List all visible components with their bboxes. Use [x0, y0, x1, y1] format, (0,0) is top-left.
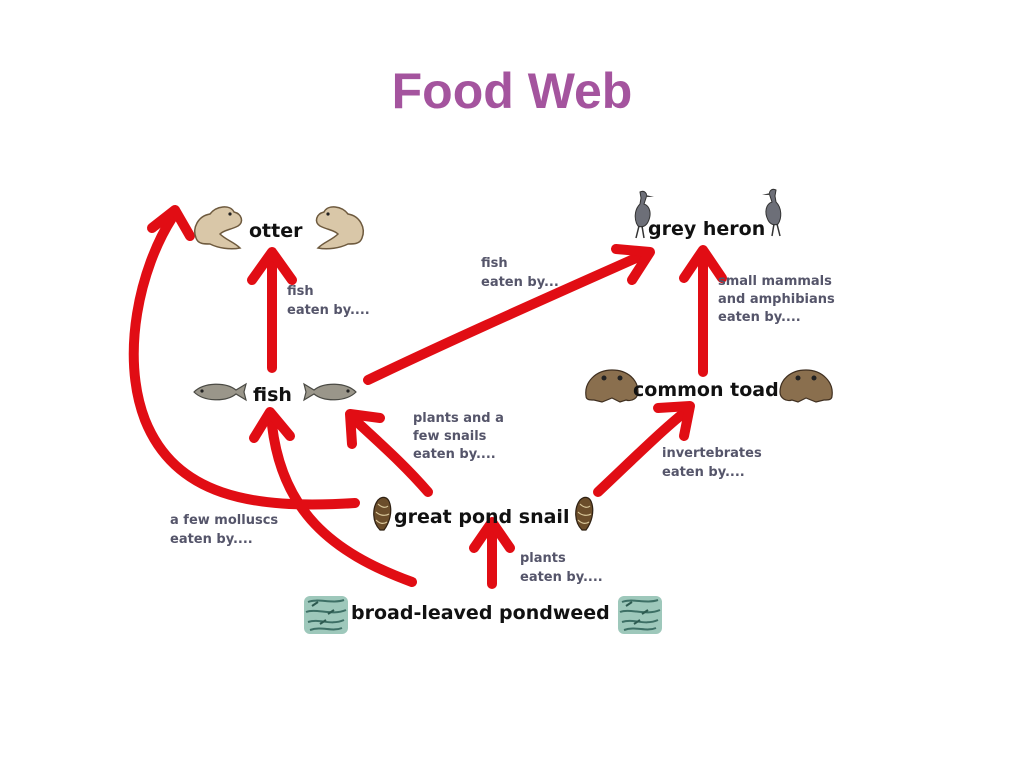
- snail-icon: [373, 496, 392, 531]
- edge-label-fish-to-heron: fish eaten by...: [481, 256, 559, 290]
- arrow-snail-to-fish: [345, 409, 433, 497]
- arrow-snail-to-otter: [128, 205, 360, 510]
- pondweed-icon: [617, 595, 663, 635]
- pondweed-icon: [303, 595, 349, 635]
- node-fish: fish: [253, 384, 292, 406]
- edge-label-pondweed-to-snail: plants eaten by....: [520, 551, 603, 585]
- edge-label-fish-to-otter: fish eaten by....: [287, 284, 370, 318]
- arrow-fish-to-heron: [363, 244, 655, 385]
- node-great-pond-snail: great pond snail: [394, 506, 569, 528]
- otter-icon: [194, 206, 243, 250]
- fish-icon: [193, 383, 247, 401]
- edge-label-snail-to-toad: invertebrates eaten by....: [662, 446, 766, 480]
- arrow-toad-to-heron: [679, 245, 727, 377]
- snail-icon: [575, 496, 594, 531]
- otter-icon: [315, 206, 364, 250]
- arrow-snail-to-toad: [593, 401, 695, 497]
- arrow-pondweed-to-fish: [249, 407, 417, 587]
- node-common-toad: common toad: [633, 379, 779, 401]
- edge-label-mammals-to-heron: small mammals and amphibians eaten by...…: [718, 274, 839, 325]
- node-grey-heron: grey heron: [648, 218, 765, 240]
- edge-label-molluscs-to-otter: a few molluscs eaten by....: [170, 513, 283, 547]
- edge-label-snail-to-fish: plants and a few snails eaten by....: [413, 411, 508, 462]
- node-broad-leaved-pondweed: broad-leaved pondweed: [351, 602, 610, 624]
- page-title: Food Web: [391, 63, 633, 119]
- arrow-fish-to-otter: [247, 247, 297, 373]
- arrow-pondweed-to-snail: [469, 517, 515, 589]
- toad-icon: [585, 369, 639, 403]
- node-otter: otter: [249, 220, 303, 242]
- fish-icon: [303, 383, 357, 401]
- toad-icon: [779, 369, 833, 403]
